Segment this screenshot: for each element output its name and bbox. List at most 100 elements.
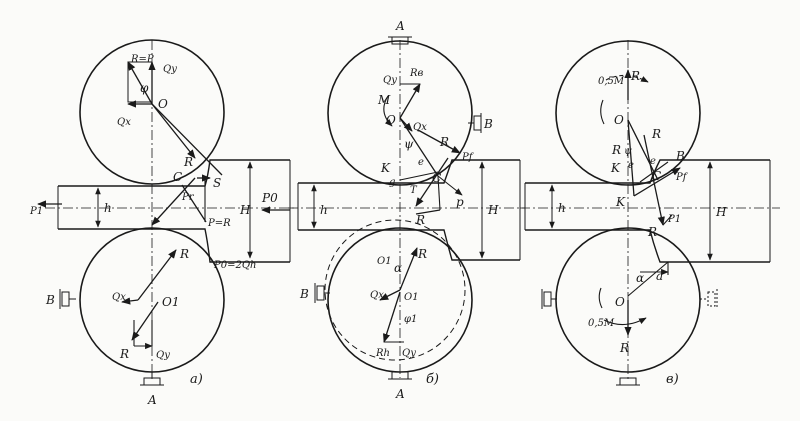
label-big-h-c: H [715,205,727,219]
rh-arrow-b [383,291,401,343]
label-o1-a: O1 [162,295,179,309]
support-a-bottom [140,372,164,386]
radius-line-c [627,119,659,181]
label-qy-a: Qy [163,64,177,75]
label-o-c: O [614,113,624,127]
moment-tick-top-c [600,99,605,125]
moment-arc-bottom-c [603,317,647,326]
caption-a: а) [190,372,203,387]
label-k-b: K [380,161,391,175]
label-t-b: T [410,185,418,196]
qx-arrow-bottom-b [379,289,401,301]
label-o1b-b: O1 [404,292,419,303]
k-c-line-b [399,171,439,181]
label-rh-b: Rh [375,348,390,359]
label-a-c: a [656,269,663,283]
label-k2-c: K [615,195,626,209]
k-line-c [627,119,635,197]
label-k-c: K [610,161,621,175]
p-arrow-b [437,175,463,196]
strip-b [298,159,520,261]
label-small-h-a: h [104,201,112,215]
label-alpha-b: α [394,261,402,275]
label-r3-b: R [417,247,427,261]
r-down-arrow-b [415,157,449,207]
label-r2-b: R [415,213,425,227]
pr-arrow-a [151,177,196,226]
moment-arc-b [383,95,393,127]
top-roll-a [79,39,225,185]
r-arrow-bottom-b [399,247,418,291]
label-r-bottom-a: R [179,247,189,261]
c-vertical-b [437,175,441,211]
label-m-top-c: 0,5M [598,76,625,87]
panel-a: R=P Qy φ O Qx R C S Pr P=R H P0 P1 h P0=… [29,39,295,407]
diag-a [181,184,207,223]
label-r-right-c: R [651,127,661,141]
support-a-bottom-b [388,371,412,380]
label-m-b: M [377,93,391,107]
label-o1-top-b: O1 [377,256,392,267]
label-qx-b: Qx [413,122,427,133]
label-qy2-b: Qy [402,348,416,359]
label-alpha-c: α [636,271,644,285]
support-bottom-c [616,377,640,386]
p1-stub-c [662,214,673,226]
label-b-a: B [45,293,55,307]
label-e2-c: e [650,156,656,167]
label-qx2-b: Qx [370,290,384,301]
radius-line-a [151,103,223,176]
support-b-left [59,289,76,309]
label-m-bottom-c: 0,5M [588,318,615,329]
label-small-h-b: h [320,203,328,217]
displaced-roll-b [324,219,466,361]
label-p1-c: P1 [667,214,681,225]
label-b-b: B [483,117,493,131]
label-s-a: S [213,176,221,190]
label-phi-a: φ [140,81,149,95]
label-qx-a: Qx [117,117,131,128]
label-b-c: B [675,149,685,163]
label-p-eq-r-a: P=R [207,218,231,229]
t-line-b [415,209,441,215]
label-p0-formula-a: P0=2Qh [213,260,256,271]
label-top-force-a: R=P [130,54,154,65]
label-a-a: A [147,393,157,407]
label-r-a: R [183,155,193,169]
bottom-roll-c [555,227,701,373]
support-right-c [700,289,718,309]
support-left-c [541,289,557,309]
label-psi-b: ψ [404,137,414,151]
alpha-line-c [627,261,669,297]
support-a-top-b [388,36,412,45]
c-b-line-c [639,161,669,183]
label-r-left-c: R [611,143,621,157]
panel-c: 0,5M R O R R ψ K e e B C Pf h K R P1 H α… [520,40,780,387]
label-o-bottom-c: O [615,295,625,309]
label-big-h-b: H [487,203,499,217]
r-arrow-bottom-a [137,249,177,301]
label-p-b: p [456,195,464,209]
label-r2-bottom-a: R [119,347,129,361]
label-qx-bottom-a: Qx [112,292,126,303]
label-psi-c: ψ [624,146,632,157]
label-c-b: C [432,171,441,185]
label-rb-b: Rв [409,68,424,79]
label-r-bottom-c: R [619,341,629,355]
label-c-a: C [173,170,182,184]
label-qy-bottom-a: Qy [156,350,170,361]
moment-arc-top-c [605,74,649,83]
top-roll-b [327,40,473,186]
support-b-right-b [468,113,482,133]
top-roll-c [555,40,701,186]
caption-c: в) [666,372,679,387]
label-o-b: O [386,113,396,127]
pf-arrow-c [633,167,681,197]
label-pf-c: Pf [675,172,689,183]
label-a-bottom-b: A [395,387,405,401]
label-e-c: e [628,160,634,171]
label-g-b: g [389,177,395,188]
label-pr-a: Pr [181,192,195,203]
label-p0-a: P0 [261,191,278,205]
